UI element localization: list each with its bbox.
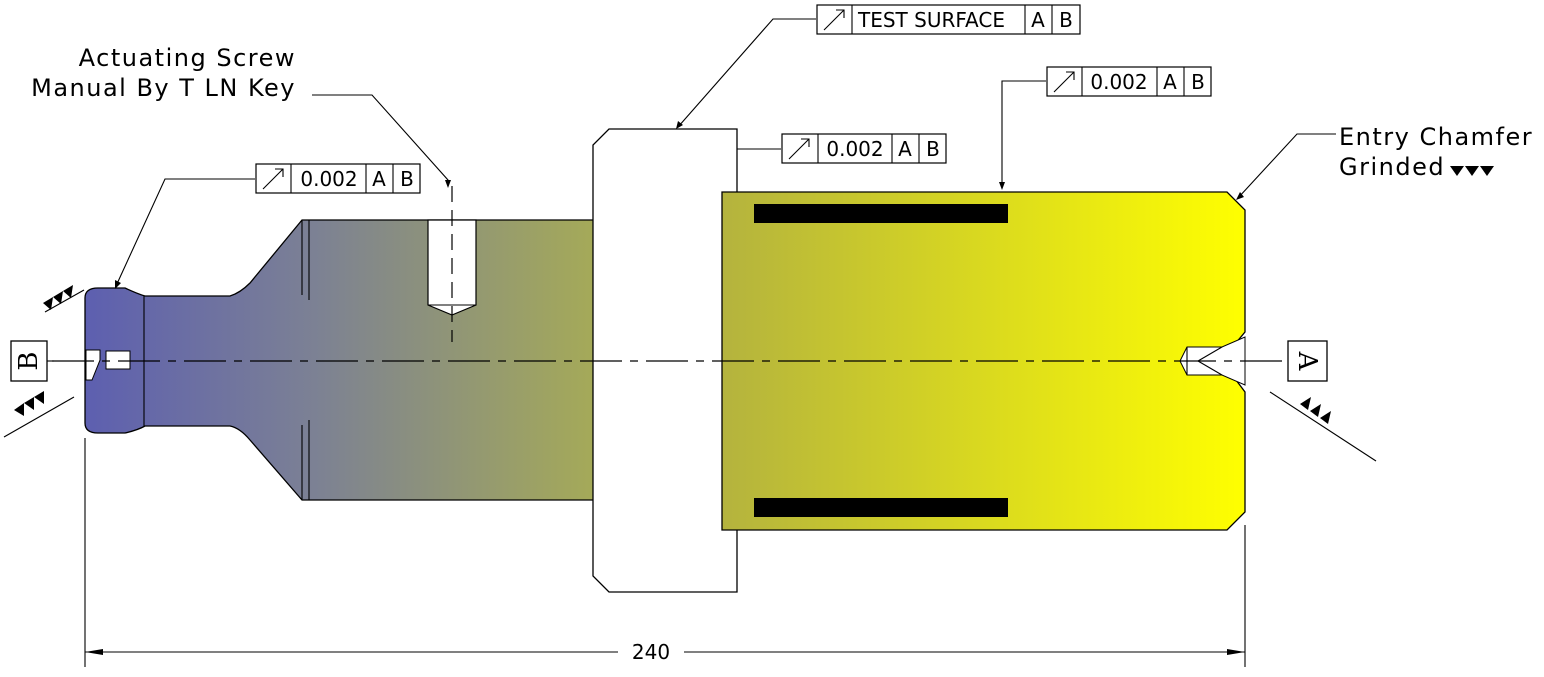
fcf-body-runout-datum1: A [1163, 70, 1177, 94]
fcf-body-runout-datum2: B [1191, 70, 1205, 94]
fcf-flange-runout-value: 0.002 [826, 137, 883, 161]
datum-b-label: B [14, 351, 44, 370]
fcf-test-surface-value: TEST SURFACE [857, 8, 1005, 32]
screw-hole [427, 186, 477, 342]
overall-dimension: 240 [84, 438, 1246, 667]
fcf-flange-runout-datum2: B [926, 137, 940, 161]
fcf-test-surface-datum2: B [1059, 8, 1073, 32]
fcf-shank-runout-datum1: A [372, 167, 386, 191]
fcf-shank-runout-datum2: B [400, 167, 414, 191]
fcf-body-runout: 0.002 A B [999, 66, 1212, 190]
datum-a: A [1287, 340, 1328, 382]
surface-finish-left-top [43, 285, 85, 313]
grinded-finish-icon [1450, 166, 1494, 176]
fcf-shank-runout: 0.002 A B [115, 163, 421, 289]
circular-runout-arrow-icon [788, 138, 810, 160]
slot-top [754, 204, 1008, 223]
fcf-test-surface: TEST SURFACE A B [676, 4, 1081, 129]
circular-runout-arrow-icon [823, 9, 845, 31]
datum-a-label: A [1292, 351, 1322, 372]
actuating-line1: Actuating Screw [79, 44, 296, 72]
circular-runout-arrow-icon [262, 168, 284, 190]
shank [84, 219, 596, 501]
fcf-shank-runout-value: 0.002 [300, 167, 357, 191]
fcf-flange-runout: 0.002 A B [737, 133, 947, 164]
fcf-test-surface-datum1: A [1031, 8, 1045, 32]
chamfer-line1: Entry Chamfer [1339, 123, 1533, 151]
slot-bottom [754, 498, 1008, 517]
surface-finish-left-bottom [3, 391, 75, 438]
dimension-240: 240 [632, 640, 670, 664]
surface-finish-right [1269, 391, 1377, 462]
datum-b: B [10, 340, 54, 382]
chamfer-line2: Grinded [1339, 153, 1445, 181]
actuating-screw-note: Actuating Screw Manual By T LN Key [31, 44, 451, 188]
fcf-body-runout-value: 0.002 [1090, 70, 1147, 94]
actuating-line2: Manual By T LN Key [31, 74, 296, 102]
left-center-hole [85, 349, 131, 381]
circular-runout-arrow-icon [1053, 71, 1075, 93]
entry-chamfer-note: Entry Chamfer Grinded [1236, 123, 1533, 200]
fcf-flange-runout-datum1: A [898, 137, 912, 161]
